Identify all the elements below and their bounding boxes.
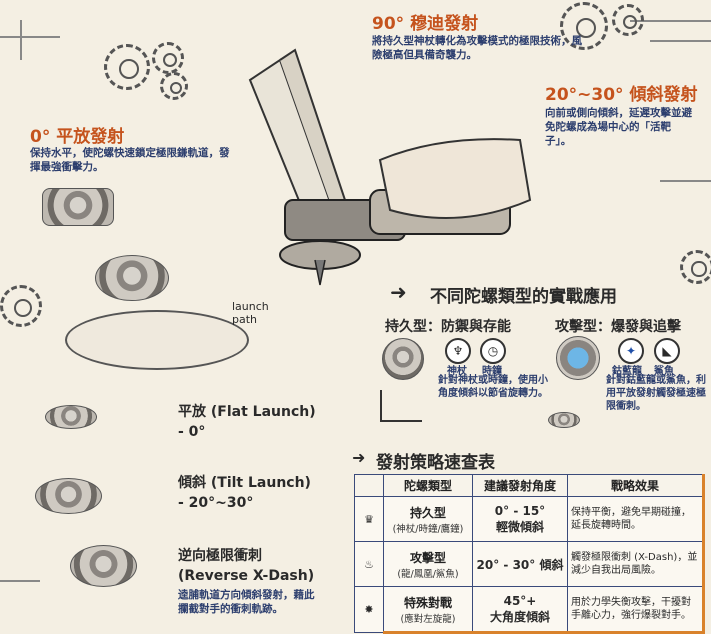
stamina-icon-label-2: 時鐘	[482, 366, 502, 377]
spinner-image	[35, 478, 102, 514]
reverse-dash-label: 逆向極限衝刺	[178, 548, 262, 564]
tilt-launch-label: 傾斜 (Tilt Launch)	[178, 475, 311, 491]
spinner-image	[45, 405, 97, 429]
attack-icon-label-1: 鈷藍龍	[612, 366, 642, 377]
arrow-icon: ➜	[390, 280, 407, 304]
stamina-title: 持久型：防禦與存能	[385, 319, 511, 335]
gear-icon	[160, 72, 188, 100]
dragon-icon: ✦	[618, 338, 644, 364]
angle-diagram	[380, 390, 422, 422]
vertical-desc: 將持久型神杖轉化為攻擊模式的極限技術，風險極高但具備奇襲力。	[372, 35, 582, 61]
tilt-desc: 向前或側向傾斜，延遲攻擊並避免陀螺成為場中心的「活靶子」。	[545, 107, 692, 147]
tilt-launch-angle: - 20°~30°	[178, 495, 254, 511]
table-row: ♨ 攻擊型(龍/鳳凰/鯊魚) 20° - 30° 傾斜 觸發極限衝刺 (X-Da…	[354, 541, 705, 587]
section-title: 不同陀螺類型的實戰應用	[430, 287, 617, 307]
flat-desc: 保持水平，使陀螺快速鎖定極限鎌軌道，發揮最強衝擊力。	[30, 147, 230, 173]
reverse-dash-desc: 逵脯軌道方向傾斜發射，藉此攔截對手的衝刺軌跡。	[178, 589, 315, 615]
attack-title: 攻擊型：爆發與追擊	[555, 319, 681, 335]
flat-launch-angle: - 0°	[178, 424, 206, 440]
gear-icon	[152, 42, 184, 74]
flat-title: 0° 平放發射	[30, 127, 125, 147]
reverse-dash-en: (Reverse X-Dash)	[178, 568, 315, 584]
wand-icon: ♆	[445, 338, 471, 364]
column-header: 陀螺類型	[383, 474, 473, 497]
special-type-icon: ✸	[354, 586, 384, 633]
gear-icon	[612, 4, 644, 36]
gear-icon	[0, 285, 42, 327]
attack-type-icon: ♨	[354, 541, 384, 587]
strategy-table: 陀螺類型 建議發射角度 戰略效果 ♛ 持久型(神杖/時鐘/鷹鐘) 0° - 15…	[354, 474, 705, 634]
table-row: ♛ 持久型(神杖/時鐘/鷹鐘) 0° - 15°輕微傾斜 保持平衡，避免早期碰撞…	[354, 496, 705, 542]
launcher-hand-illustration	[248, 48, 532, 286]
clock-icon: ◷	[480, 338, 506, 364]
attack-icon-label-2: 鯊魚	[654, 366, 674, 377]
stamina-icon-label-1: 神杖	[447, 366, 467, 377]
table-arrow-icon: ➜	[352, 448, 366, 467]
spinner-image	[548, 412, 580, 428]
stamina-type-icon: ♛	[354, 496, 384, 542]
shark-icon: ◣	[654, 338, 680, 364]
stamina-desc: 針對神杖或時鐘，使用小角度傾斜以節省旋轉力。	[438, 375, 548, 399]
tilt-title: 20°~30° 傾斜發射	[545, 85, 698, 105]
column-header: 建議發射角度	[472, 474, 568, 497]
vertical-title: 90° 穆迪發射	[372, 14, 479, 34]
spinner-image	[70, 545, 137, 587]
stadium-illustration	[65, 310, 249, 370]
spinner-image	[42, 188, 114, 226]
stamina-spinner-image	[382, 338, 424, 380]
gear-icon	[104, 44, 150, 90]
table-header-row: 陀螺類型 建議發射角度 戰略效果	[354, 474, 705, 497]
launch-path-label: launch path	[232, 300, 269, 326]
column-header: 戰略效果	[567, 474, 705, 497]
gear-icon	[680, 250, 711, 284]
table-row: ✸ 特殊對戰(應對左旋龍) 45°+大角度傾斜 用於力學失衡攻擊，干擾對手離心力…	[354, 586, 705, 634]
spinner-image	[95, 255, 169, 301]
attack-desc: 針對鈷藍龍或鯊魚，利用平放發射觸發極速極限衝刺。	[606, 375, 706, 412]
gear-icon	[560, 2, 608, 50]
attack-spinner-image	[556, 336, 600, 380]
table-title: 發射策略速查表	[376, 453, 495, 473]
flat-launch-label: 平放 (Flat Launch)	[178, 404, 316, 420]
